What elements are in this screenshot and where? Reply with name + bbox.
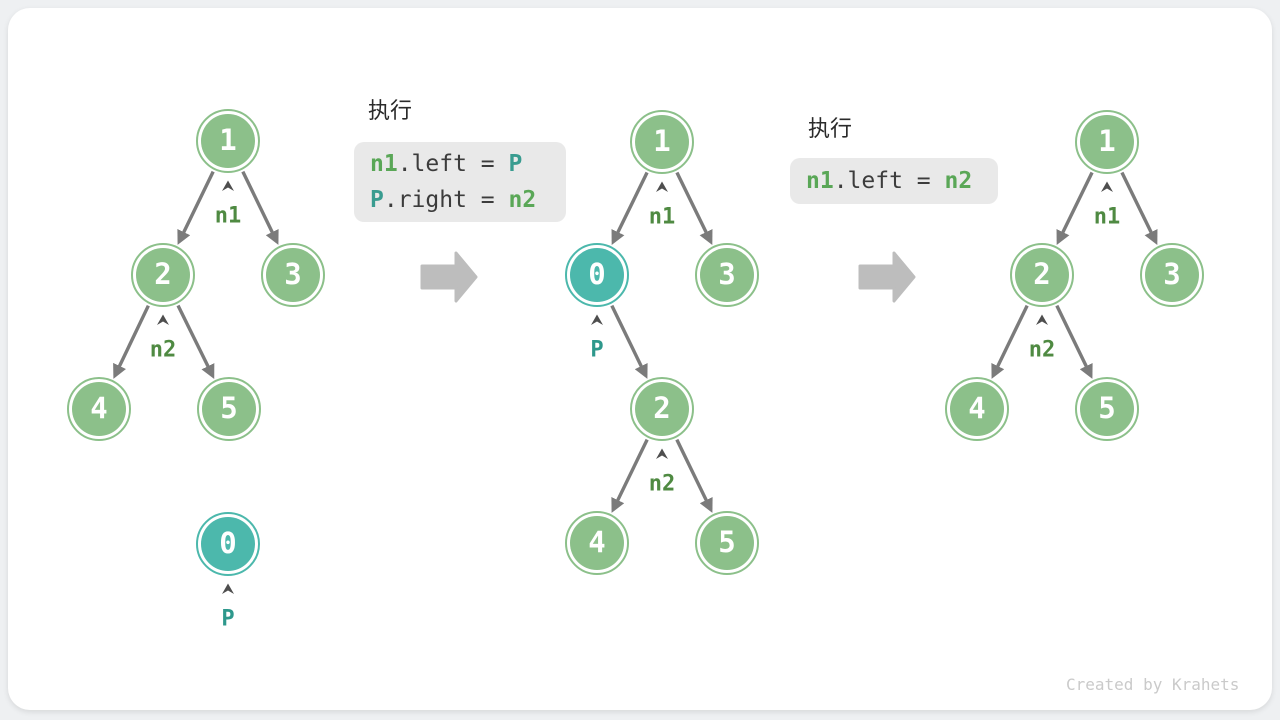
tree-edge-1-2 <box>177 170 215 245</box>
code-token: n2 <box>508 187 537 213</box>
tree-node-5: 5 <box>695 511 759 575</box>
tree-edge-1-0 <box>611 171 649 245</box>
tree-node-value: 3 <box>1145 248 1199 302</box>
code-line: P.right = n2 <box>370 182 550 218</box>
tree-node-2: 2 <box>630 377 694 441</box>
tree-node-value: 2 <box>136 248 190 302</box>
pointer-label-n1: n1 <box>214 203 242 229</box>
tree-node-5: 5 <box>1075 377 1139 441</box>
pointer-caret-icon <box>1101 181 1113 192</box>
tree-node-0: 0 <box>196 512 260 576</box>
tree-node-value: 2 <box>1015 248 1069 302</box>
tree-node-1: 1 <box>196 109 260 173</box>
tree-node-value: 3 <box>266 248 320 302</box>
pointer-label-n2: n2 <box>149 337 177 363</box>
tree-edge-2-5 <box>675 438 713 513</box>
code-token: n2 <box>944 168 973 194</box>
tree-node-1: 1 <box>630 110 694 174</box>
pointer-caret-icon <box>157 314 169 325</box>
pointer-caret-icon <box>591 314 603 325</box>
code-token: P <box>370 187 384 213</box>
code-token: n1 <box>370 151 398 177</box>
transition-arrow-icon <box>420 251 478 303</box>
tree-node-value: 5 <box>1080 382 1134 436</box>
tree-edge-1-3 <box>1120 171 1158 245</box>
pointer-caret-icon <box>222 180 234 191</box>
pointer-caret-icon <box>1036 314 1048 325</box>
pointer-label-P: P <box>590 337 604 363</box>
watermark: Created by Krahets <box>1066 675 1240 694</box>
tree-node-2: 2 <box>1010 243 1074 307</box>
tree-edge-2-5 <box>1055 304 1093 379</box>
code-token: .left = <box>833 168 945 194</box>
tree-node-4: 4 <box>67 377 131 441</box>
tree-node-4: 4 <box>945 377 1009 441</box>
code-token: n1 <box>806 168 834 194</box>
tree-node-value: 4 <box>72 382 126 436</box>
tree-node-value: 0 <box>201 517 255 571</box>
code-line: n1.left = P <box>370 146 550 182</box>
tree-node-value: 3 <box>700 248 754 302</box>
code-token: P <box>508 151 523 177</box>
tree-node-value: 1 <box>201 114 255 168</box>
code-box-2: n1.left = n2 <box>790 158 998 204</box>
exec-label-2: 执行 <box>808 117 853 142</box>
tree-edge-1-2 <box>1056 171 1094 245</box>
pointer-label-n2: n2 <box>1028 337 1056 363</box>
tree-node-value: 1 <box>635 115 689 169</box>
tree-node-3: 3 <box>1140 243 1204 307</box>
tree-edge-2-5 <box>176 304 215 380</box>
code-token: .right = <box>383 187 509 213</box>
tree-edge-1-3 <box>241 170 279 245</box>
tree-node-value: 0 <box>570 248 624 302</box>
pointer-caret-icon <box>222 583 234 594</box>
tree-node-3: 3 <box>695 243 759 307</box>
tree-node-1: 1 <box>1075 110 1139 174</box>
tree-node-value: 2 <box>635 382 689 436</box>
tree-node-2: 2 <box>131 243 195 307</box>
tree-node-value: 5 <box>700 516 754 570</box>
pointer-caret-icon <box>656 181 668 192</box>
code-token: .left = <box>397 151 509 177</box>
transition-arrow-icon <box>858 251 916 303</box>
tree-node-value: 4 <box>570 516 624 570</box>
tree-node-3: 3 <box>261 243 325 307</box>
code-line: n1.left = n2 <box>806 163 982 199</box>
tree-edge-1-3 <box>675 171 713 245</box>
tree-node-0: 0 <box>565 243 629 307</box>
tree-node-value: 1 <box>1080 115 1134 169</box>
tree-edge-2-4 <box>611 438 649 513</box>
tree-node-value: 4 <box>950 382 1004 436</box>
pointer-caret-icon <box>656 448 668 459</box>
exec-label-1: 执行 <box>368 99 413 124</box>
tree-node-value: 5 <box>202 382 256 436</box>
pointer-label-n1: n1 <box>648 204 676 230</box>
tree-node-5: 5 <box>197 377 261 441</box>
pointer-label-n1: n1 <box>1093 204 1121 230</box>
tree-edge-2-4 <box>991 304 1029 379</box>
pointer-label-P: P <box>221 606 235 632</box>
tree-edge-2-4 <box>113 304 150 379</box>
pointer-label-n2: n2 <box>648 471 676 497</box>
tree-node-4: 4 <box>565 511 629 575</box>
tree-edge-0-2 <box>610 304 648 379</box>
